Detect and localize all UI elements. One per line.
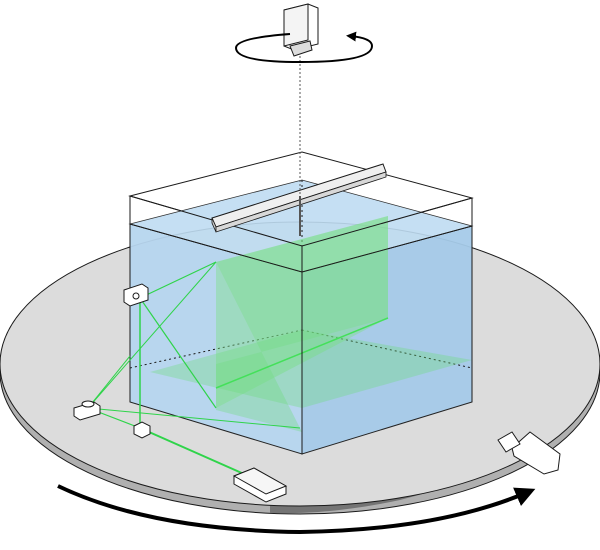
light-sheet-horizontal bbox=[150, 330, 472, 408]
laser-paths bbox=[87, 261, 301, 475]
beam-splitter-icon bbox=[133, 421, 151, 439]
lens-icon bbox=[497, 431, 561, 475]
mounting-bar-icon bbox=[211, 163, 387, 236]
mirror-icon bbox=[73, 400, 101, 421]
overhead-rotation-arrow-icon bbox=[234, 31, 374, 64]
rotation-arrow-icon bbox=[57, 484, 536, 535]
overhead-camera-icon bbox=[283, 3, 319, 57]
tank-back-edge-right bbox=[301, 329, 473, 369]
tank-back-edge-left bbox=[129, 329, 303, 369]
laser-source-icon bbox=[232, 467, 288, 503]
side-camera-icon bbox=[123, 283, 149, 307]
